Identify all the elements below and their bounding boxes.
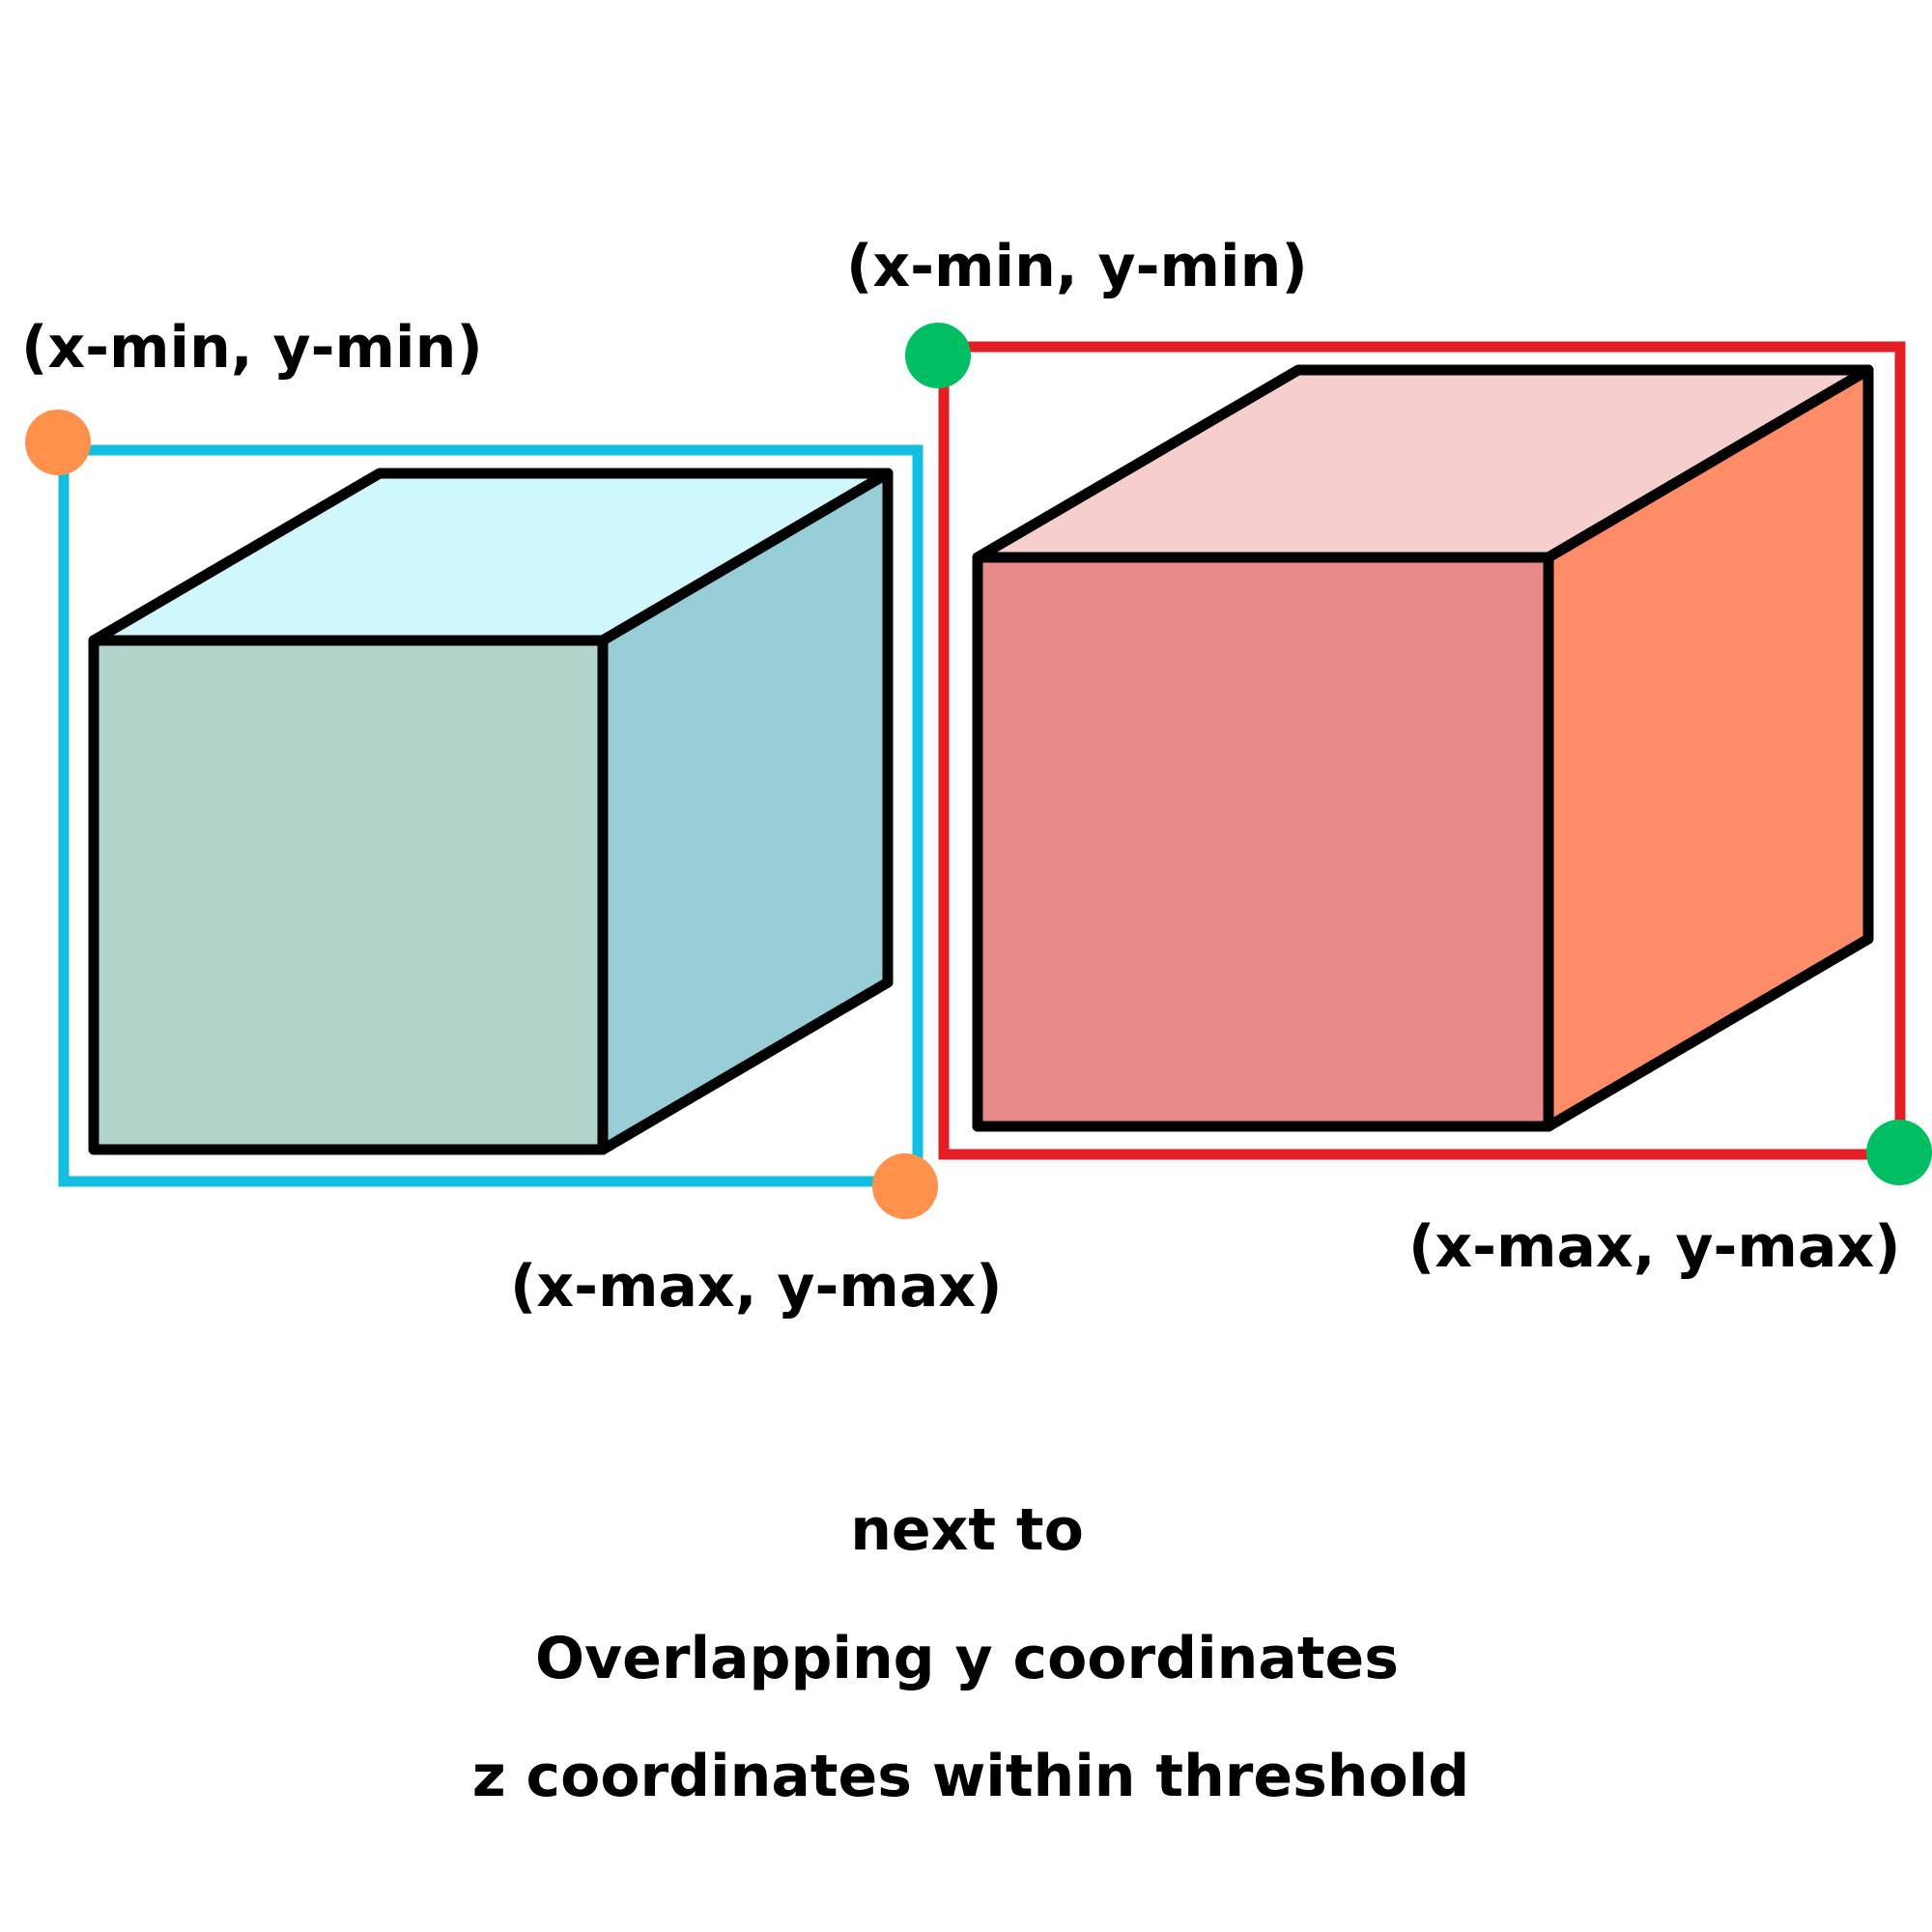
left-object-group: (x-min, y-min) (x-max, y-max) — [21, 314, 1003, 1321]
left-cube-front-face — [88, 635, 609, 1155]
condition-caption-z: z coordinates within threshold — [472, 1743, 1470, 1810]
left-min-corner-label: (x-min, y-min) — [21, 314, 483, 382]
right-object-group: (x-min, y-min) (x-max, y-max) — [846, 233, 1932, 1281]
right-min-corner-dot — [905, 323, 971, 388]
right-max-corner-label: (x-max, y-max) — [1408, 1213, 1901, 1281]
left-min-corner-dot — [25, 410, 91, 475]
left-max-corner-dot — [872, 1153, 938, 1219]
right-cube-front-face — [972, 552, 1554, 1132]
left-bounding-box — [58, 444, 923, 1187]
right-min-corner-label: (x-min, y-min) — [846, 233, 1308, 300]
right-max-corner-dot — [1866, 1120, 1932, 1185]
relation-caption: next to — [850, 1496, 1084, 1564]
caption-group: next to Overlapping y coordinates z coor… — [472, 1496, 1470, 1810]
left-max-corner-label: (x-max, y-max) — [510, 1253, 1003, 1321]
condition-caption-y: Overlapping y coordinates — [535, 1625, 1399, 1692]
right-bounding-box — [938, 341, 1906, 1160]
